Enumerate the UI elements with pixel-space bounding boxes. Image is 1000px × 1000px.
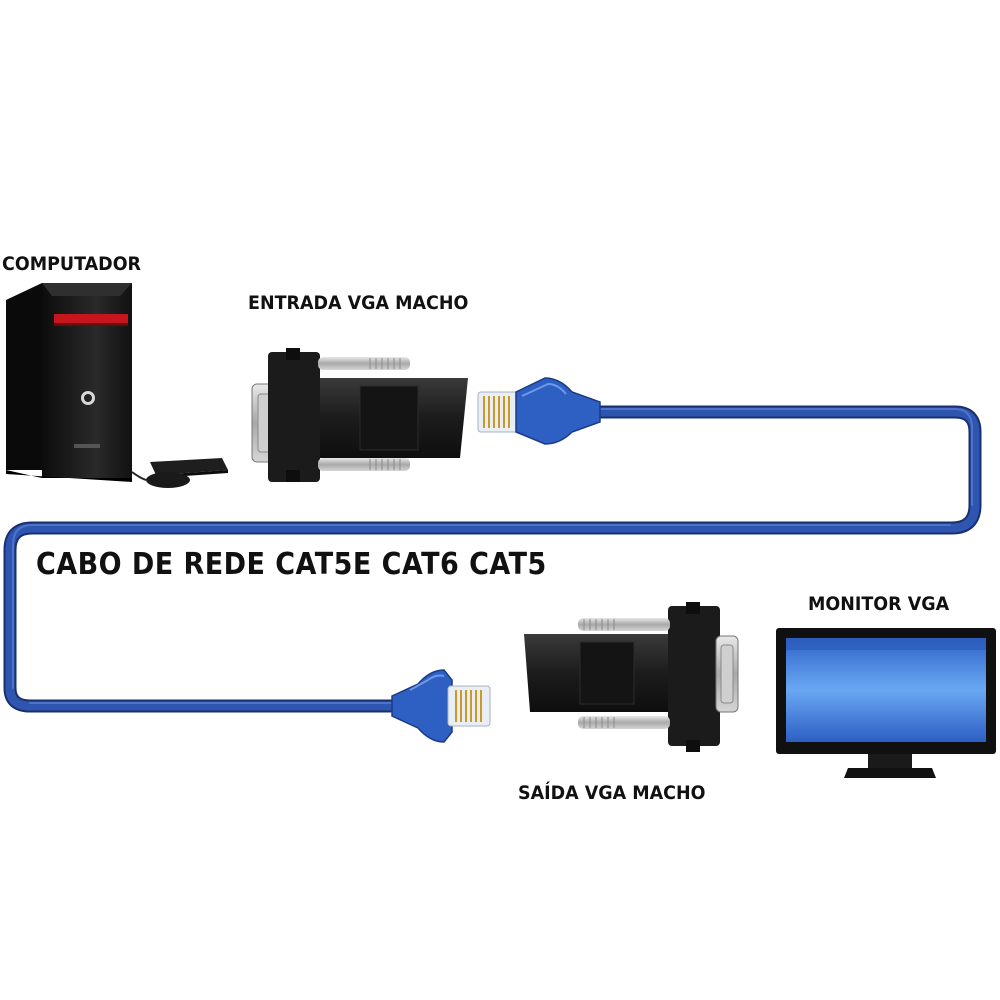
computer-label: COMPUTADOR	[2, 253, 142, 275]
rj45-plug-icon	[391, 669, 491, 743]
vga-input-label: ENTRADA VGA MACHO	[248, 292, 469, 314]
network-cable-label: CABO DE REDE CAT5E CAT6 CAT5	[36, 547, 547, 582]
rj45-plug-icon	[477, 377, 601, 445]
mouse-icon	[131, 471, 190, 488]
vga-to-rj45-adapter-icon	[251, 348, 468, 482]
desktop-tower-icon	[6, 283, 132, 482]
network-cable	[3, 405, 982, 713]
vga-output-label: SAÍDA VGA MACHO	[518, 782, 706, 804]
monitor-icon	[776, 628, 996, 778]
vga-to-rj45-adapter-icon	[524, 602, 739, 752]
vga-monitor-label: MONITOR VGA	[808, 593, 950, 615]
